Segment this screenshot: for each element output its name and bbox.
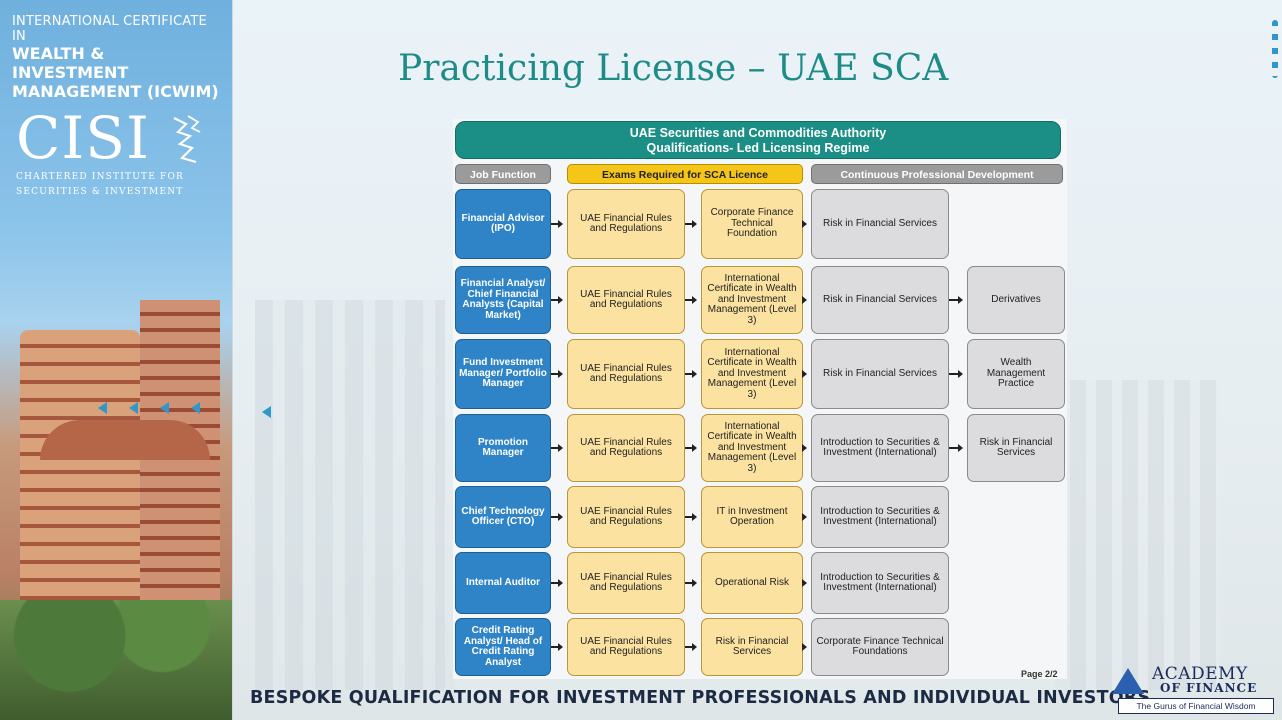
- flow-arrow-icon: [551, 220, 563, 228]
- nav-arrow-icon[interactable]: [129, 402, 138, 414]
- slide-nav-arrows: [98, 402, 200, 414]
- flow-arrow-icon: [802, 370, 807, 378]
- cpd-box-1: Risk in Financial Services: [811, 189, 949, 259]
- academy-logo-tagline: The Gurus of Financial Wisdom: [1118, 698, 1274, 714]
- cisi-wordmark: CISI: [16, 104, 150, 172]
- background-building: [1070, 380, 1220, 690]
- licensing-regime-chart: UAE Securities and Commodities Authority…: [453, 119, 1067, 679]
- flow-arrow-icon: [685, 220, 697, 228]
- job-function-box: Chief Technology Officer (CTO): [455, 486, 551, 548]
- flow-arrow-icon: [949, 444, 963, 452]
- column-header-exams: Exams Required for SCA Licence: [567, 164, 803, 184]
- flow-arrow-icon: [685, 444, 697, 452]
- cpd-box-2: Wealth Management Practice: [967, 339, 1065, 409]
- cisi-crest-icon: [173, 115, 201, 164]
- background-building: [255, 300, 445, 690]
- exam-box-2: Risk in Financial Services: [701, 618, 803, 676]
- cpd-box-1: Introduction to Securities & Investment …: [811, 552, 949, 614]
- flow-arrow-icon: [685, 643, 697, 651]
- exam-box-1: UAE Financial Rules and Regulations: [567, 486, 685, 548]
- flow-arrow-icon: [685, 579, 697, 587]
- academy-logo-name: ACADEMY: [1152, 664, 1248, 684]
- academy-logo-name-2: OF FINANCE: [1160, 681, 1258, 695]
- icwim-heading: INTERNATIONAL CERTIFICATE IN WEALTH & IN…: [12, 14, 224, 101]
- flow-arrow-icon: [685, 370, 697, 378]
- flow-arrow-icon: [551, 643, 563, 651]
- cpd-box-1: Introduction to Securities & Investment …: [811, 414, 949, 482]
- flow-arrow-icon: [685, 513, 697, 521]
- cpd-box-1: Introduction to Securities & Investment …: [811, 486, 949, 548]
- exam-box-1: UAE Financial Rules and Regulations: [567, 414, 685, 482]
- exam-box-2: International Certificate in Wealth and …: [701, 339, 803, 409]
- cisi-subtitle-1: CHARTERED INSTITUTE FOR: [16, 172, 185, 182]
- exam-box-1: UAE Financial Rules and Regulations: [567, 552, 685, 614]
- exam-box-2: Corporate Finance Technical Foundation: [701, 189, 803, 259]
- column-header-cpd: Continuous Professional Development: [811, 164, 1063, 184]
- slide-title: Practicing License – UAE SCA: [398, 48, 949, 89]
- exam-box-2: International Certificate in Wealth and …: [701, 266, 803, 334]
- academy-of-finance-logo: ACADEMY OF FINANCE The Gurus of Financia…: [1108, 664, 1274, 716]
- nav-arrow-icon[interactable]: [191, 402, 200, 414]
- flow-arrow-icon: [802, 513, 807, 521]
- flow-arrow-icon: [551, 579, 563, 587]
- exam-box-2: Operational Risk: [701, 552, 803, 614]
- flow-arrow-icon: [685, 296, 697, 304]
- job-function-box: Promotion Manager: [455, 414, 551, 482]
- icwim-line-2: WEALTH & INVESTMENT: [12, 44, 129, 82]
- flow-arrow-icon: [551, 370, 563, 378]
- slide-progress-dots: [1272, 20, 1278, 78]
- exam-box-1: UAE Financial Rules and Regulations: [567, 339, 685, 409]
- page-number: Page 2/2: [1021, 669, 1058, 679]
- nav-arrow-icon[interactable]: [98, 402, 107, 414]
- cpd-box-1: Risk in Financial Services: [811, 266, 949, 334]
- job-function-box: Financial Advisor (IPO): [455, 189, 551, 259]
- hotel-arch-image: [40, 420, 210, 460]
- flow-arrow-icon: [802, 579, 807, 587]
- academy-triangle-icon: [1112, 668, 1144, 694]
- palm-trees-image: [0, 600, 232, 720]
- exam-box-1: UAE Financial Rules and Regulations: [567, 189, 685, 259]
- cpd-box-2: Derivatives: [967, 266, 1065, 334]
- flow-arrow-icon: [551, 444, 563, 452]
- footer-tagline: BESPOKE QUALIFICATION FOR INVESTMENT PRO…: [250, 688, 1151, 708]
- nav-arrow-icon[interactable]: [262, 406, 271, 418]
- icwim-line-1: INTERNATIONAL CERTIFICATE IN: [12, 14, 207, 44]
- flow-arrow-icon: [802, 220, 807, 228]
- cisi-logo: CISI CHARTERED INSTITUTE FOR SECURITIES …: [16, 108, 216, 198]
- job-function-box: Fund Investment Manager/ Portfolio Manag…: [455, 339, 551, 409]
- flow-arrow-icon: [802, 444, 807, 452]
- flow-arrow-icon: [551, 513, 563, 521]
- cpd-box-1: Risk in Financial Services: [811, 339, 949, 409]
- flow-arrow-icon: [551, 296, 563, 304]
- chart-title-line-2: Qualifications- Led Licensing Regime: [646, 141, 870, 155]
- job-function-box: Internal Auditor: [455, 552, 551, 614]
- cisi-subtitle-2: SECURITIES & INVESTMENT: [16, 187, 184, 197]
- exam-box-1: UAE Financial Rules and Regulations: [567, 266, 685, 334]
- chart-title-line-1: UAE Securities and Commodities Authority: [629, 126, 887, 140]
- exam-box-2: International Certificate in Wealth and …: [701, 414, 803, 482]
- job-function-box: Credit Rating Analyst/ Head of Credit Ra…: [455, 618, 551, 676]
- cpd-box-2: Risk in Financial Services: [967, 414, 1065, 482]
- chart-title-banner: UAE Securities and Commodities Authority…: [455, 121, 1061, 159]
- exam-box-2: IT in Investment Operation: [701, 486, 803, 548]
- flow-arrow-icon: [802, 643, 807, 651]
- nav-arrow-icon[interactable]: [160, 402, 169, 414]
- left-branding-panel: INTERNATIONAL CERTIFICATE IN WEALTH & IN…: [0, 0, 233, 720]
- flow-arrow-icon: [949, 296, 963, 304]
- flow-arrow-icon: [802, 296, 807, 304]
- flow-arrow-icon: [949, 370, 963, 378]
- column-header-job-function: Job Function: [455, 164, 551, 184]
- icwim-line-3: MANAGEMENT (ICWIM): [12, 82, 219, 101]
- job-function-box: Financial Analyst/ Chief Financial Analy…: [455, 266, 551, 334]
- cpd-box-1: Corporate Finance Technical Foundations: [811, 618, 949, 676]
- exam-box-1: UAE Financial Rules and Regulations: [567, 618, 685, 676]
